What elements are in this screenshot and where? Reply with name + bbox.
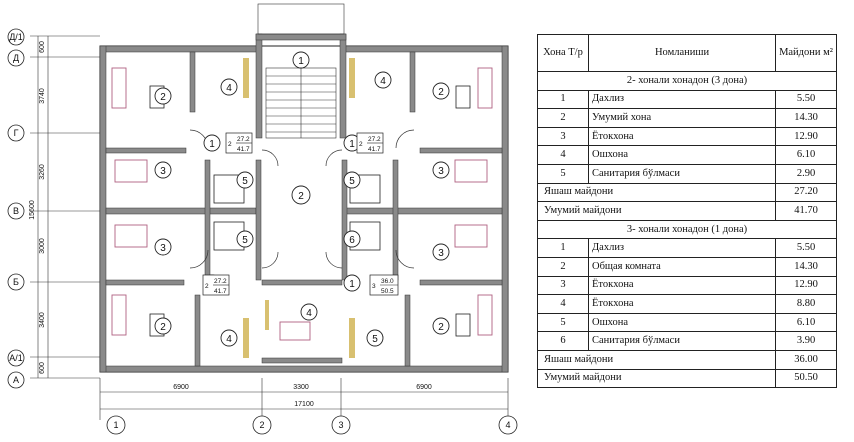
axis-label-4: 4: [505, 420, 510, 430]
area-tag-total: 41.7: [368, 146, 381, 153]
room-number: 3: [438, 248, 444, 259]
room-schedule-table: Хона Т/р Номланиши Майдони м² 2- хонали …: [537, 34, 837, 389]
axis-label-V: В: [13, 206, 19, 216]
axis-label-A1: А/1: [9, 353, 23, 363]
area-tag-number: 3: [372, 283, 376, 290]
area-tag-living: 27.2: [368, 136, 381, 143]
dim-3300: 3300: [293, 384, 309, 391]
axis-label-2: 2: [259, 420, 264, 430]
axis-label-B: Б: [13, 277, 19, 287]
dim-3400: 3400: [39, 312, 46, 328]
axis-label-A: А: [13, 375, 19, 385]
dim-6900-right: 6900: [416, 384, 432, 391]
col-header-number: Хона Т/р: [537, 34, 589, 72]
area-tag-number: 2: [205, 283, 209, 290]
section-title: 2- хонали хонадон (3 дона): [537, 71, 837, 91]
axis-label-D1: Д/1: [9, 32, 23, 42]
room-number: 5: [372, 334, 378, 345]
room-number: 4: [380, 76, 386, 87]
dim-3740: 3740: [39, 88, 46, 104]
room-number: 2: [160, 92, 166, 103]
area-tag-total: 41.7: [214, 288, 227, 295]
axis-label-G: Г: [14, 128, 19, 138]
area-tag-number: 2: [359, 141, 363, 148]
area-tag-living: 27.2: [237, 136, 250, 143]
col-header-name: Номланиши: [588, 34, 776, 72]
area-tag-living: 27.2: [214, 278, 227, 285]
room-number: 3: [160, 243, 166, 254]
dim-17100: 17100: [294, 401, 314, 408]
room-number: 6: [349, 235, 355, 246]
section-title: 3- хонали хонадон (1 дона): [537, 219, 837, 240]
dim-6900-left: 6900: [173, 384, 189, 391]
floor-plan-drawing: Д/1 Д Г В Б А/1 А 1 2 3 4 3740 3260 3000…: [7, 3, 518, 435]
room-number: 2: [438, 87, 444, 98]
room-number: 1: [349, 139, 355, 150]
room-number: 4: [226, 83, 232, 94]
room-number: 5: [242, 235, 248, 246]
dim-600-top: 600: [39, 41, 46, 53]
axis-label-D: Д: [13, 53, 19, 63]
room-number: 5: [242, 176, 248, 187]
room-number: 3: [160, 166, 166, 177]
room-number: 1: [298, 56, 304, 67]
col-header-area: Майдони м²: [775, 34, 837, 72]
dim-3260: 3260: [39, 164, 46, 180]
area-tag-total: 41.7: [237, 146, 250, 153]
dim-600-bottom: 600: [39, 362, 46, 374]
axis-label-3: 3: [338, 420, 343, 430]
area-tag-number: 2: [228, 141, 232, 148]
area-tag-total: 50.5: [381, 288, 394, 295]
room-number: 4: [306, 308, 312, 319]
room-number: 2: [160, 322, 166, 333]
room-number: 3: [438, 166, 444, 177]
room-number: 1: [209, 139, 215, 150]
room-number: 1: [349, 279, 355, 290]
dim-15600: 15600: [29, 200, 36, 220]
room-number: 2: [298, 191, 304, 202]
room-number: 2: [438, 322, 444, 333]
axis-label-1: 1: [113, 420, 118, 430]
area-tag-living: 36.0: [381, 278, 394, 285]
room-number: 4: [226, 334, 232, 345]
dim-3000: 3000: [39, 238, 46, 254]
room-number: 5: [349, 176, 355, 187]
